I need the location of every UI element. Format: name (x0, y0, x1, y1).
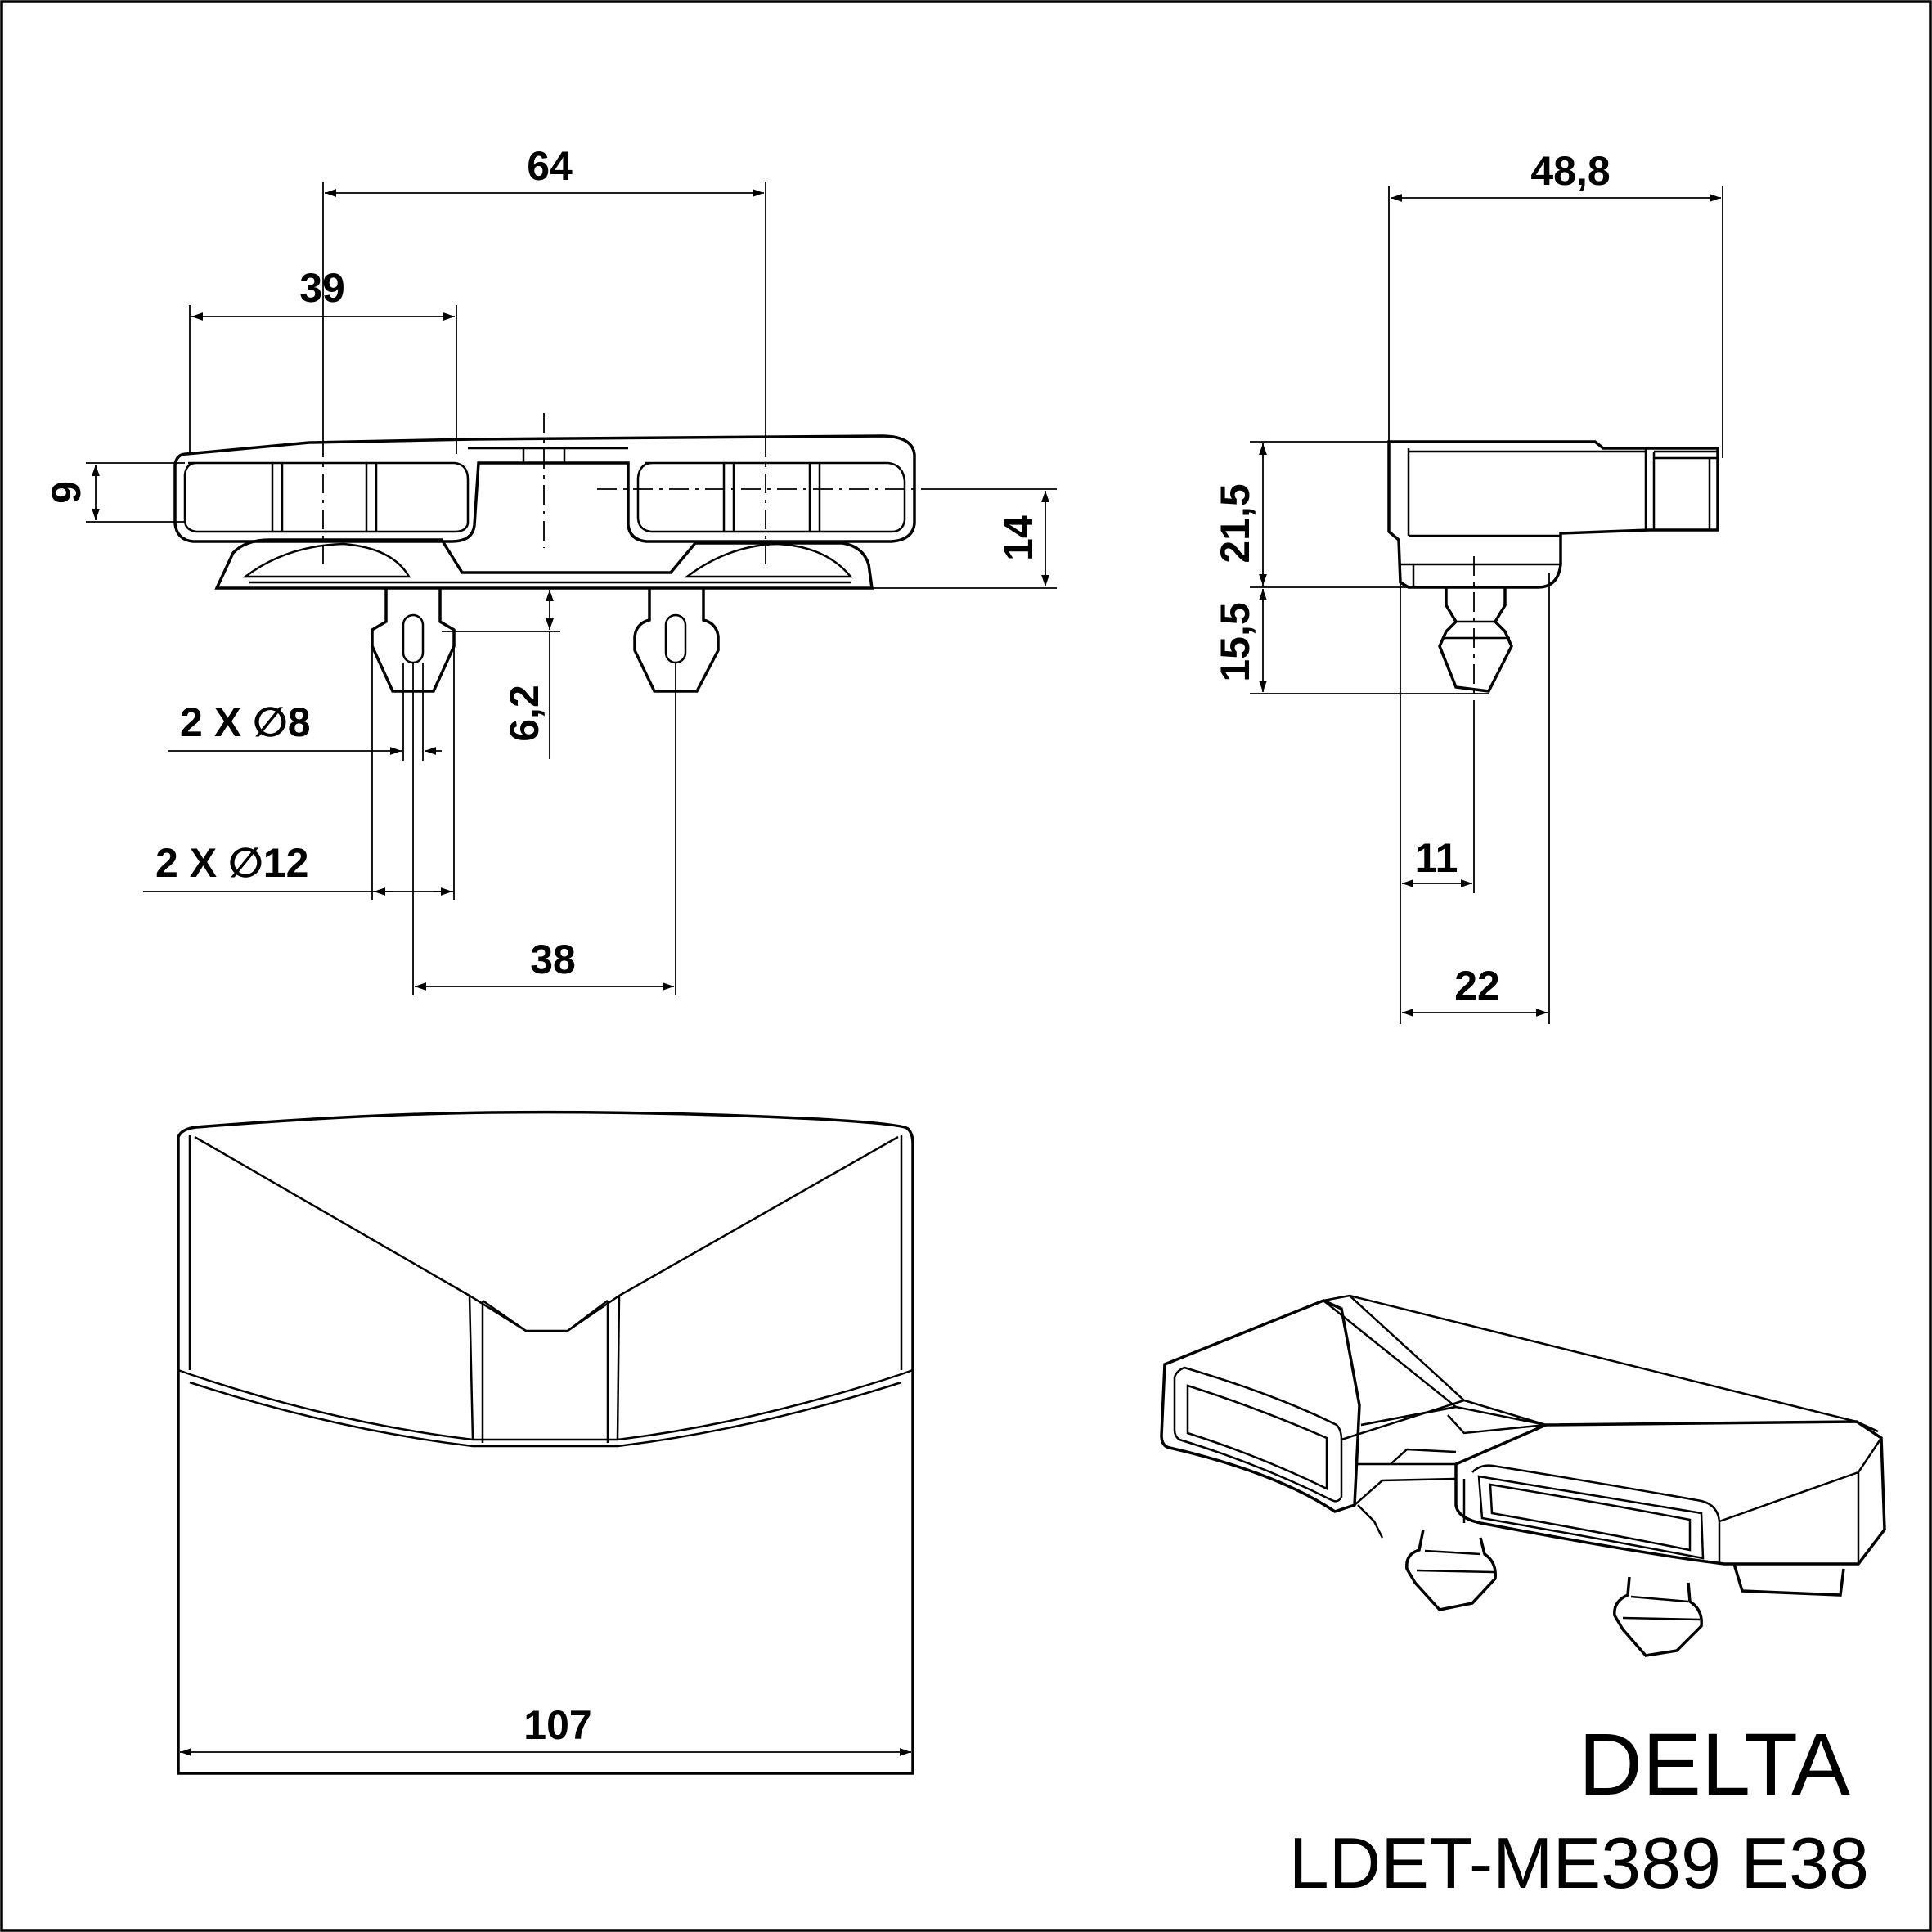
top-view (177, 1110, 914, 1775)
title-block: DELTA LDET-ME389 E38 (1289, 1714, 1869, 1903)
dim-15-5: 15,5 (1212, 602, 1258, 681)
dim-39: 39 (299, 265, 345, 311)
dim-11: 11 (1415, 835, 1458, 881)
dim-14: 14 (995, 515, 1041, 561)
dim-48-8: 48,8 (1530, 148, 1610, 194)
dim-38: 38 (530, 937, 576, 982)
brand-title: DELTA (1579, 1714, 1850, 1813)
part-number: LDET-ME389 E38 (1289, 1822, 1869, 1903)
dim-21-5: 21,5 (1212, 483, 1258, 563)
side-view-dimensions: 48,8 21,5 15,5 11 22 (1212, 148, 1723, 1024)
top-view-dimensions: 107 (177, 1702, 914, 1773)
front-view-dimensions: 64 39 9 14 6,2 2 X ∅8 2 X ∅12 (43, 143, 1057, 995)
dim-pin-small: 2 X ∅8 (180, 699, 311, 745)
dim-6-2: 6,2 (501, 685, 547, 742)
dim-9: 9 (43, 481, 89, 504)
dim-107: 107 (523, 1702, 591, 1748)
dim-22: 22 (1454, 963, 1500, 1009)
isometric-view (1160, 1294, 1886, 1657)
dim-64: 64 (527, 143, 573, 189)
side-view (1387, 440, 1719, 703)
dim-pin-large: 2 X ∅12 (155, 840, 308, 886)
front-view (173, 413, 932, 693)
